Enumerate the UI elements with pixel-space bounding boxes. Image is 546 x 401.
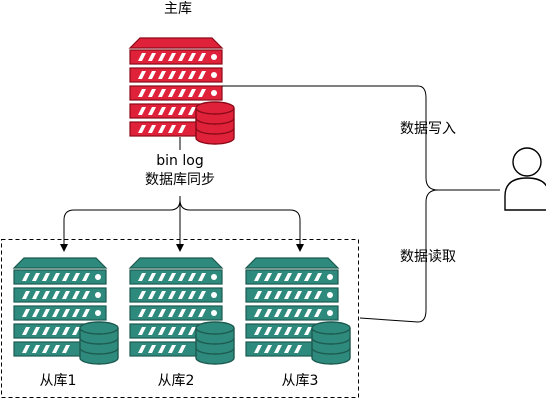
read-connector <box>359 189 500 323</box>
sync-label-line2: 数据库同步 <box>145 172 215 188</box>
sync-label-line1: bin log <box>156 153 204 169</box>
read-label: 数据读取 <box>400 249 456 265</box>
write-connector <box>222 85 500 191</box>
write-label: 数据写入 <box>400 121 456 137</box>
replica-server-2-icon <box>129 257 235 365</box>
replica-2-label: 从库2 <box>157 373 195 389</box>
replica-1-label: 从库1 <box>39 373 77 389</box>
user-icon <box>504 147 546 211</box>
replica-group-box <box>1 239 359 398</box>
replica-3-label: 从库3 <box>281 373 319 389</box>
sync-connector <box>60 137 304 252</box>
master-label: 主库 <box>164 1 192 17</box>
replica-server-1-icon <box>13 257 119 365</box>
replica-server-3-icon <box>245 257 351 365</box>
master-server-icon <box>129 37 235 145</box>
